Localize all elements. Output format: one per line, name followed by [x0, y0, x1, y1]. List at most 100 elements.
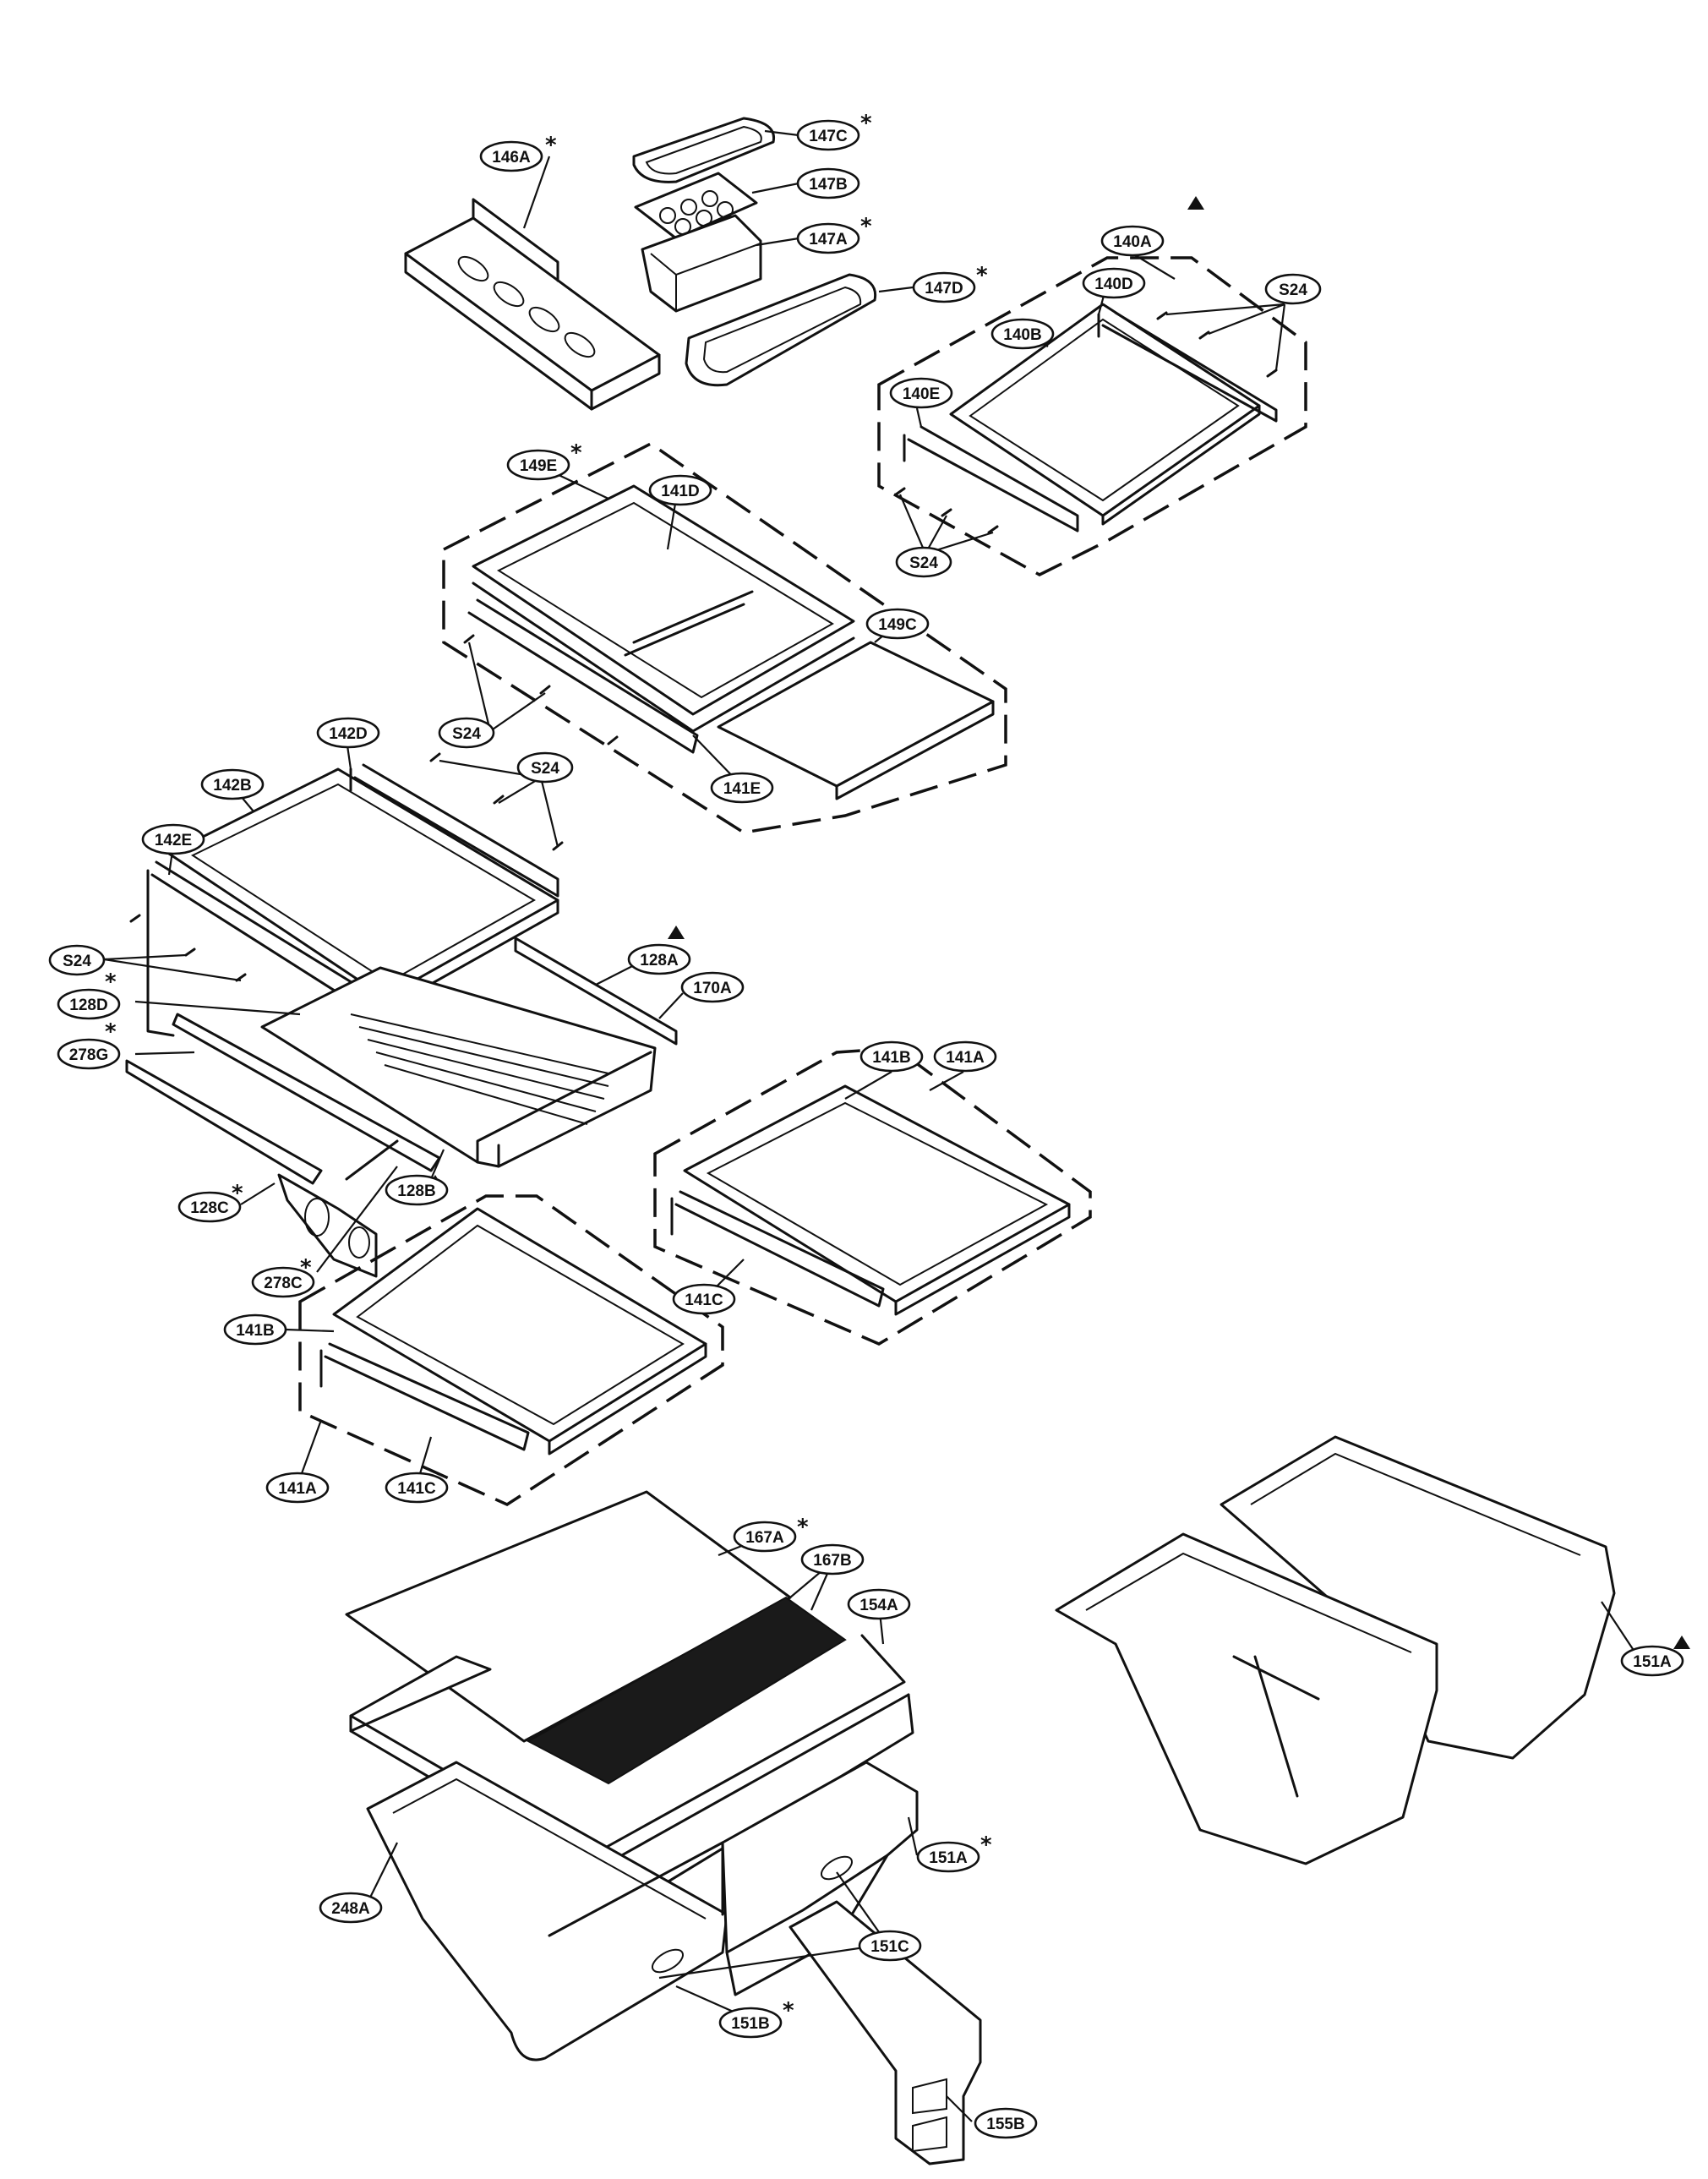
- callout-141a-right: 141A: [933, 1040, 997, 1073]
- part-147b-egg-tray: [634, 172, 758, 240]
- part-147c-lid: [632, 117, 776, 183]
- callout-128c: 128C *: [177, 1181, 243, 1223]
- part-146a-rack: [404, 198, 661, 411]
- svg-text:141A: 141A: [946, 1049, 985, 1067]
- callout-128d: 128D *: [57, 969, 121, 1020]
- svg-text:147A: 147A: [809, 231, 848, 248]
- svg-text:S24: S24: [909, 554, 938, 572]
- part-141a-shelf-assembly-right: [653, 1046, 1092, 1346]
- svg-text:*: *: [105, 969, 117, 995]
- callout-141d: 141D: [648, 474, 712, 506]
- svg-text:140D: 140D: [1094, 276, 1132, 293]
- svg-text:147D: 147D: [925, 280, 963, 298]
- svg-text:*: *: [980, 1832, 992, 1858]
- callout-141c-left: 141C: [385, 1472, 449, 1504]
- svg-text:141C: 141C: [685, 1292, 723, 1309]
- callout-278g: 278G *: [57, 1019, 121, 1070]
- part-140a-shelf-assembly: [877, 256, 1307, 576]
- svg-text:S24: S24: [452, 725, 481, 743]
- triangle-mark: [668, 926, 685, 939]
- svg-text:*: *: [232, 1181, 243, 1206]
- part-151a-crisper-bin-lower: [651, 1761, 919, 1996]
- svg-text:149E: 149E: [520, 457, 557, 475]
- callout-141a-left: 141A: [265, 1472, 330, 1504]
- svg-text:*: *: [976, 263, 988, 288]
- callout-141c-right: 141C: [672, 1283, 736, 1315]
- svg-text:128B: 128B: [397, 1182, 435, 1200]
- callout-142b: 142B: [200, 768, 265, 800]
- part-149e-shelf-assembly: [442, 441, 1007, 834]
- callout-s24-a: S24: [1264, 273, 1322, 305]
- callout-167b: 167B: [800, 1543, 865, 1576]
- svg-text:149C: 149C: [878, 616, 917, 634]
- callout-248a: 248A: [319, 1892, 383, 1924]
- svg-text:167B: 167B: [813, 1552, 851, 1570]
- triangle-mark: [1673, 1636, 1690, 1649]
- svg-text:*: *: [860, 214, 872, 239]
- part-151b-crisper-bin: [366, 1761, 728, 2062]
- svg-text:*: *: [783, 1998, 794, 2023]
- callout-147a: 147A *: [796, 214, 872, 254]
- callout-140e: 140E: [889, 377, 953, 409]
- svg-text:*: *: [545, 133, 557, 158]
- callouts: 146A * 147C * 147B 147A * 147D * 140A: [48, 111, 1684, 2139]
- svg-text:140A: 140A: [1113, 233, 1152, 251]
- callout-170a: 170A: [680, 971, 745, 1003]
- svg-text:142B: 142B: [213, 777, 251, 795]
- svg-text:128D: 128D: [69, 997, 107, 1014]
- svg-text:170A: 170A: [693, 980, 732, 997]
- svg-text:S24: S24: [531, 760, 559, 778]
- svg-text:141C: 141C: [397, 1480, 436, 1498]
- callout-146a: 146A *: [479, 133, 557, 172]
- svg-text:*: *: [105, 1019, 117, 1045]
- part-167b-filters: [526, 1596, 847, 1785]
- callout-128a: 128A: [627, 943, 691, 975]
- svg-text:142D: 142D: [329, 725, 367, 743]
- svg-text:*: *: [300, 1255, 312, 1281]
- callout-151a-right: 151A: [1620, 1645, 1684, 1677]
- svg-text:151B: 151B: [731, 2015, 769, 2033]
- part-147d-tray: [685, 273, 877, 387]
- callout-142d: 142D: [316, 717, 380, 749]
- callout-140a: 140A: [1100, 225, 1165, 257]
- part-128a-drawer: [260, 937, 678, 1168]
- svg-text:*: *: [860, 111, 872, 136]
- svg-text:151A: 151A: [1633, 1653, 1672, 1671]
- svg-text:140B: 140B: [1003, 326, 1041, 344]
- svg-text:141B: 141B: [236, 1322, 274, 1340]
- svg-text:278G: 278G: [69, 1046, 108, 1064]
- svg-text:154A: 154A: [859, 1597, 898, 1614]
- callout-154a: 154A: [847, 1588, 911, 1620]
- part-151a-crisper-bins-right: [1055, 1435, 1616, 1865]
- svg-text:248A: 248A: [331, 1900, 370, 1918]
- svg-text:142E: 142E: [155, 832, 192, 849]
- svg-text:S24: S24: [1279, 281, 1307, 299]
- callout-s24-b: S24: [895, 546, 952, 578]
- callout-149c: 149C: [865, 608, 930, 640]
- part-141a-shelf-assembly-left: [298, 1194, 724, 1506]
- callout-141b-left: 141B: [223, 1313, 287, 1346]
- svg-text:155B: 155B: [986, 2116, 1024, 2133]
- svg-text:147C: 147C: [809, 128, 848, 145]
- svg-text:141E: 141E: [723, 780, 761, 798]
- callout-141e: 141E: [710, 772, 774, 804]
- svg-text:*: *: [797, 1515, 809, 1540]
- callout-151c: 151C: [858, 1930, 922, 1962]
- svg-text:141A: 141A: [278, 1480, 317, 1498]
- svg-text:*: *: [570, 440, 582, 466]
- svg-text:128A: 128A: [640, 952, 679, 969]
- svg-text:141B: 141B: [872, 1049, 910, 1067]
- svg-text:146A: 146A: [492, 149, 531, 167]
- callout-167a: 167A *: [733, 1515, 809, 1553]
- callout-140b: 140B: [990, 318, 1055, 350]
- callout-147d: 147D *: [912, 263, 988, 303]
- callout-155b: 155B: [974, 2107, 1038, 2139]
- part-142b-shelf: [146, 763, 559, 1037]
- part-147a-bin: [641, 214, 762, 313]
- part-155b-divider: [789, 1900, 982, 2165]
- callout-s24-c: S24: [438, 717, 495, 749]
- svg-text:147B: 147B: [809, 176, 847, 194]
- svg-text:S24: S24: [63, 953, 91, 970]
- svg-text:151A: 151A: [929, 1849, 968, 1867]
